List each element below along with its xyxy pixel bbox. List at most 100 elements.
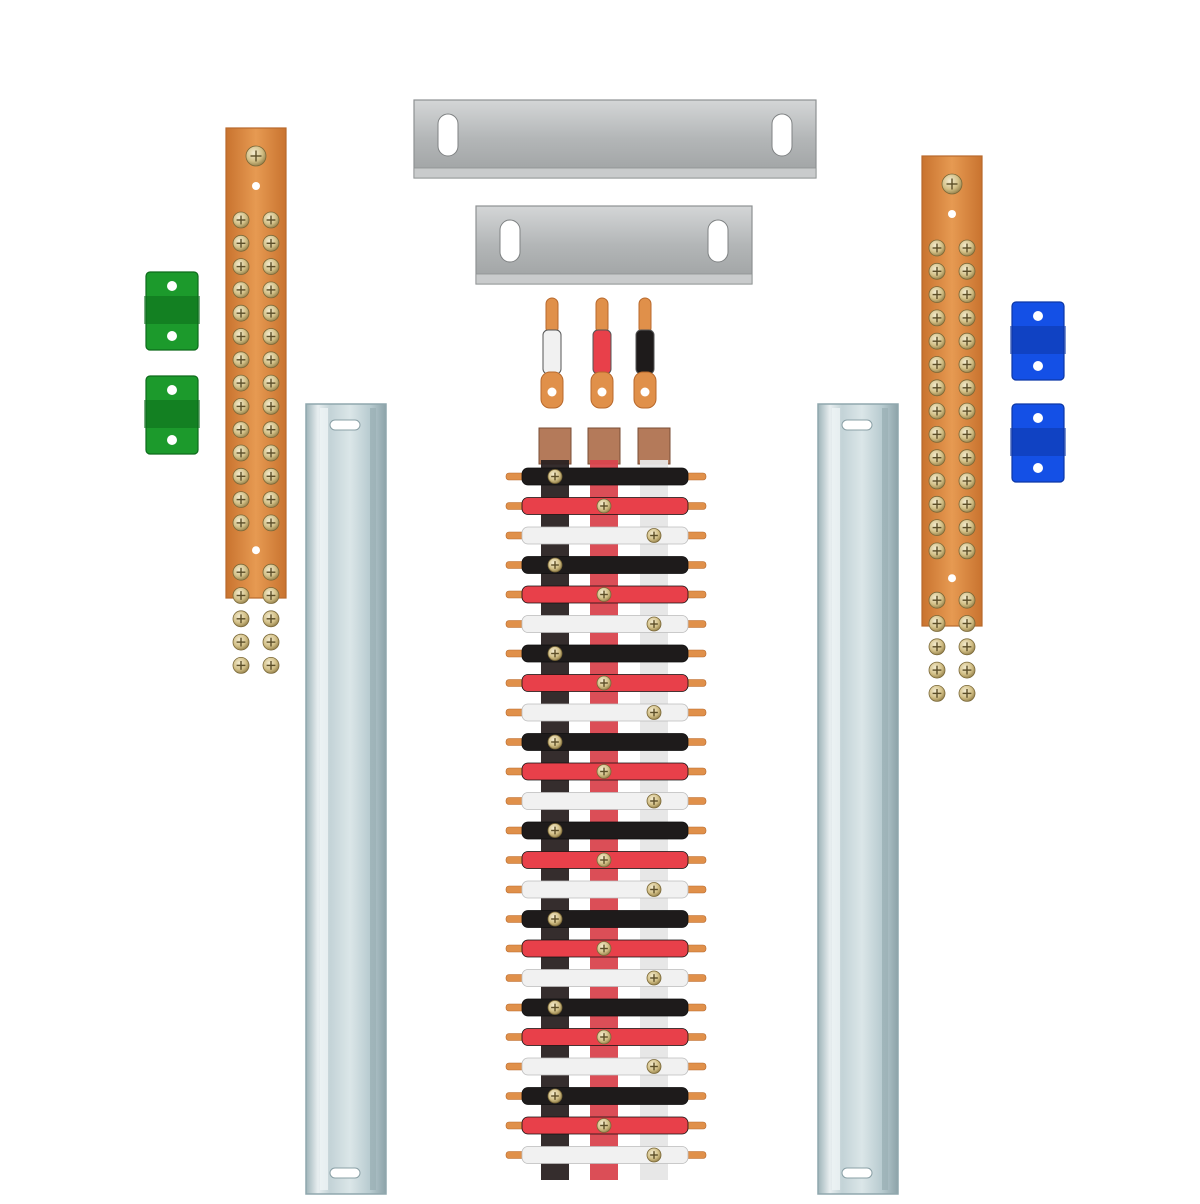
screw-icon — [928, 591, 946, 609]
comb-busbar-row — [505, 969, 707, 987]
comb-busbar-row — [505, 1028, 707, 1046]
screw-icon — [262, 258, 280, 276]
screw-icon — [958, 638, 976, 656]
screw-icon — [646, 793, 662, 809]
bracket-slot — [499, 219, 521, 263]
screw-icon — [596, 675, 612, 691]
screw-icon — [646, 528, 662, 543]
comb-busbar-row — [505, 674, 707, 692]
screw-icon — [928, 519, 946, 536]
rail-slot — [329, 1167, 361, 1179]
comb-busbar-row — [505, 880, 707, 899]
screw-icon — [596, 764, 612, 779]
screw-icon — [547, 823, 563, 838]
screw-icon — [547, 1088, 563, 1104]
screw-icon — [262, 328, 280, 345]
screw-icon — [928, 638, 946, 656]
screw-icon — [547, 557, 563, 573]
screw-icon — [958, 425, 976, 443]
busbar-hole — [252, 546, 260, 555]
screw-icon — [232, 444, 250, 462]
neutral-busbar — [921, 155, 983, 702]
screw-icon — [262, 351, 280, 369]
rail-slot — [329, 419, 361, 431]
bracket-slot — [437, 113, 459, 157]
screw-icon — [958, 356, 976, 373]
screw-icon — [646, 970, 662, 986]
screw-icon — [262, 281, 280, 299]
busbar-hole — [252, 182, 260, 190]
screw-icon — [262, 610, 280, 628]
screw-icon — [245, 145, 267, 167]
busbars-group — [225, 127, 983, 702]
screw-icon — [928, 495, 946, 513]
mounting-bracket — [475, 205, 753, 285]
bracket-slot — [707, 219, 729, 263]
rail-slot — [841, 419, 873, 431]
screw-icon — [232, 491, 250, 509]
rail-slot — [841, 1167, 873, 1179]
screw-icon — [928, 615, 946, 632]
screw-icon — [262, 234, 280, 252]
screw-icon — [262, 374, 280, 392]
screw-icon — [928, 286, 946, 304]
screw-icon — [958, 332, 976, 350]
comb-busbar-row — [505, 497, 707, 515]
screw-icon — [958, 402, 976, 420]
screw-icon — [232, 421, 250, 439]
comb-busbar-row — [505, 939, 707, 958]
screw-icon — [958, 262, 976, 280]
comb-busbar-row — [505, 910, 707, 928]
comb-busbar-row — [505, 762, 707, 781]
screw-icon — [941, 173, 963, 195]
comb-busbar-row — [505, 821, 707, 840]
comb-busbar-row — [505, 1146, 707, 1164]
screw-icon — [928, 332, 946, 350]
bus-terminal-tab — [637, 427, 671, 465]
screw-icon — [928, 379, 946, 397]
din-rail — [305, 403, 387, 1195]
terminal-lead — [590, 297, 614, 409]
busbar-hole — [948, 210, 956, 218]
screw-icon — [262, 633, 280, 651]
screw-icon — [232, 234, 250, 252]
screw-icon — [262, 421, 280, 439]
screw-icon — [958, 286, 976, 304]
bus-terminal-tab — [538, 427, 572, 465]
bracket-slot — [771, 113, 793, 157]
screw-icon — [262, 587, 280, 604]
screw-icon — [928, 356, 946, 373]
mounting-bracket — [413, 99, 817, 179]
screw-icon — [928, 542, 946, 560]
screw-icon — [958, 685, 976, 702]
insulator-support — [144, 271, 200, 351]
screw-icon — [928, 309, 946, 327]
comb-busbar-row — [505, 1087, 707, 1105]
screw-icon — [958, 661, 976, 679]
screw-icon — [547, 646, 563, 661]
screw-icon — [232, 514, 250, 532]
screw-icon — [232, 281, 250, 299]
screw-icon — [547, 911, 563, 927]
screw-icon — [232, 351, 250, 369]
screw-icon — [262, 467, 280, 485]
screw-icon — [646, 1059, 662, 1074]
screw-icon — [958, 472, 976, 490]
comb-busbar-row — [505, 467, 707, 486]
screw-icon — [232, 467, 250, 485]
screw-icon — [928, 685, 946, 702]
screw-icon — [232, 633, 250, 651]
screw-icon — [547, 1000, 563, 1015]
screw-icon — [596, 1118, 612, 1133]
busbar-hole — [948, 574, 956, 583]
mounting-brackets-group — [413, 99, 817, 285]
screw-icon — [232, 563, 250, 581]
screw-icon — [928, 449, 946, 467]
screw-icon — [928, 661, 946, 679]
screw-icon — [958, 449, 976, 467]
screw-icon — [262, 657, 280, 674]
screw-icon — [596, 587, 612, 602]
bus-terminal-tab — [587, 427, 621, 465]
comb-busbar-row — [505, 703, 707, 722]
